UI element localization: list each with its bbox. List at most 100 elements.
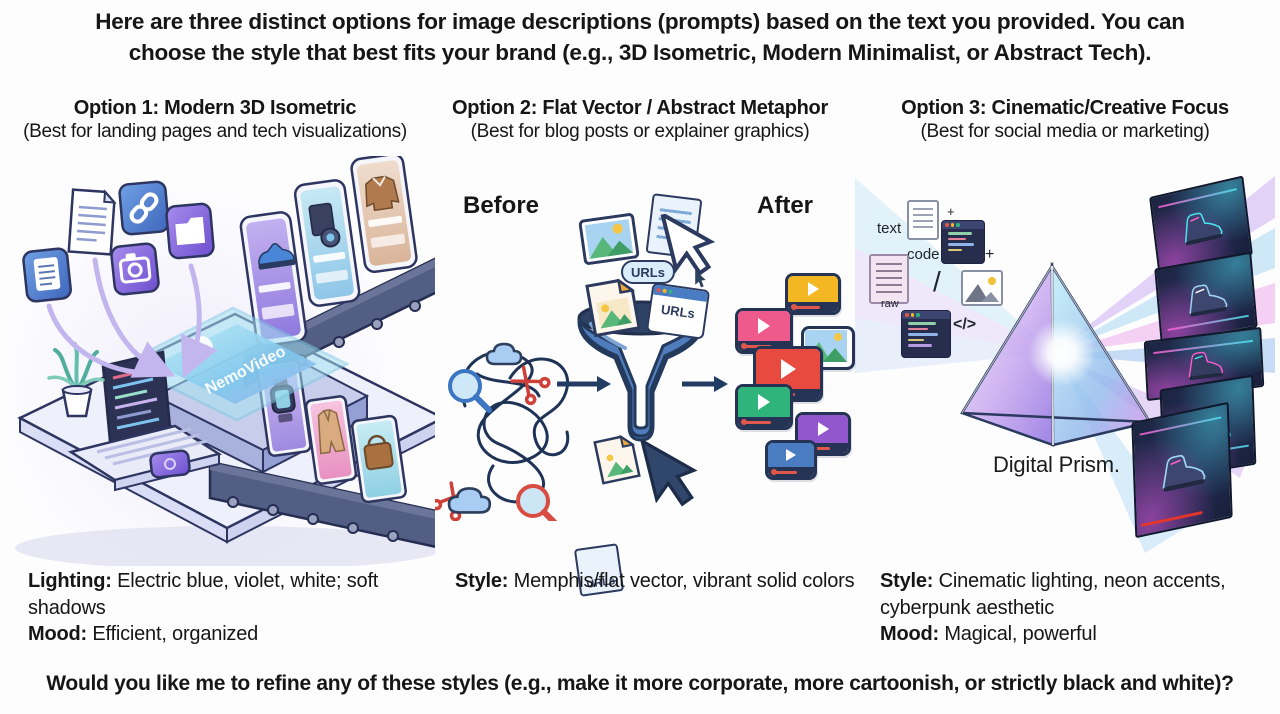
caption-label: Mood:	[28, 623, 87, 646]
caption-text: Electric blue, violet, white; soft shado…	[28, 570, 379, 619]
play-icon	[807, 282, 819, 296]
option3-subtitle: (Best for social media or marketing)	[920, 121, 1210, 142]
prism-glow	[1028, 319, 1096, 387]
label-plus-1: +	[947, 204, 955, 219]
panel-coat	[304, 395, 358, 485]
sneaker-icon	[1162, 454, 1206, 492]
sneaker-icon	[1185, 212, 1223, 246]
label-raw: raw	[881, 298, 899, 310]
cloud-bottom-icon	[447, 487, 492, 514]
isometric-scene: NemoVideo	[15, 152, 446, 570]
flow-arrows	[46, 257, 218, 379]
video-progressbar	[768, 467, 814, 477]
magnifier-blue-icon	[448, 369, 492, 413]
urls-pill-label: URLs	[631, 264, 665, 280]
prism	[960, 261, 1152, 447]
cursor-dark-icon	[639, 437, 698, 507]
arrow-right-1	[557, 376, 611, 392]
code-line	[908, 344, 932, 347]
option1-illustration: NemoVideo	[5, 152, 446, 570]
code-line	[908, 322, 936, 325]
code-line	[908, 338, 924, 341]
cursor-white-icon	[659, 210, 716, 276]
cursor-small-icon	[695, 270, 706, 288]
label-code-tag: </>	[953, 316, 977, 333]
option2-caption: Style: Memphis/flat vector, vibrant soli…	[455, 568, 855, 595]
code-line	[948, 237, 966, 240]
code-line	[948, 243, 974, 246]
neon-panel-2	[1154, 251, 1258, 345]
option1-title: Option 1: Modern 3D Isometric	[73, 97, 357, 119]
tile-camera	[110, 242, 160, 296]
option2-header: Option 2: Flat Vector / Abstract Metapho…	[430, 97, 850, 143]
code-line	[908, 327, 928, 330]
caption-label: Style:	[880, 570, 934, 592]
page-title-line1: Here are three distinct options for imag…	[95, 9, 1185, 34]
video-face	[756, 349, 820, 389]
option3-caption: Style: Cinematic lighting, neon accents,…	[880, 568, 1272, 648]
video-face	[738, 311, 790, 341]
code-window-titlebar	[942, 221, 984, 229]
code-line	[948, 232, 972, 235]
option3-illustration: text code + + raw / </>	[855, 158, 1280, 563]
code-window-1	[941, 220, 985, 264]
arrow-right-2	[682, 376, 728, 392]
option1-caption: Lighting: Electric blue, violet, white; …	[28, 568, 420, 648]
option2-title: Option 2: Flat Vector / Abstract Metapho…	[452, 97, 828, 119]
after-label: After	[757, 192, 814, 219]
play-icon	[758, 394, 770, 410]
purple-chip	[149, 449, 191, 479]
caption-text: Memphis/flat vector, vibrant solid color…	[508, 570, 855, 592]
caption-text: Cinematic lighting, neon accents, cyberp…	[880, 570, 1226, 619]
page-title: Here are three distinct options for imag…	[25, 7, 1255, 69]
tangle-scribble	[460, 350, 570, 504]
option3-header: Option 3: Cinematic/Creative Focus (Best…	[850, 97, 1280, 143]
phone-sneaker	[239, 211, 308, 347]
caption-label: Mood:	[880, 623, 939, 646]
neon-panel-5	[1131, 401, 1233, 539]
video-face	[738, 387, 790, 417]
neon-panel-1	[1149, 175, 1253, 277]
caption-label: Lighting:	[28, 570, 112, 592]
prism-caption: Digital Prism.	[993, 452, 1120, 477]
video-face	[798, 415, 848, 443]
neon-panel-3	[1143, 326, 1265, 402]
option1-header: Option 1: Modern 3D Isometric (Best for …	[0, 97, 430, 143]
video-progressbar	[738, 417, 790, 427]
doc-icon-pink	[869, 254, 909, 304]
video-progress-red	[1140, 511, 1203, 528]
video-card-yellow	[785, 273, 841, 315]
tile-folder	[165, 202, 215, 260]
page-title-line2: choose the style that best fits your bra…	[128, 39, 1152, 65]
option1-subtitle: (Best for landing pages and tech visuali…	[23, 121, 407, 142]
video-progressbar	[788, 302, 838, 312]
scissors-icon-top	[510, 365, 551, 406]
code-line	[908, 333, 938, 336]
phone-camera	[293, 179, 361, 307]
video-card-blue	[765, 440, 817, 480]
tile-document-blue	[22, 247, 72, 303]
label-plus-2: +	[985, 246, 995, 263]
phone-jacket	[350, 152, 418, 274]
video-face	[788, 276, 838, 302]
sneaker-icon	[1189, 284, 1228, 317]
glass-panel: NemoVideo	[120, 306, 350, 422]
label-text: text	[877, 220, 902, 237]
magnifier-red-icon	[516, 484, 558, 521]
caption-label: Style:	[455, 570, 509, 592]
urls-pill: URLs	[621, 260, 675, 284]
label-slash: /	[933, 266, 941, 297]
image-file-small-icon	[593, 434, 641, 485]
doc-lines	[876, 263, 902, 293]
caption-text: Magical, powerful	[938, 623, 1097, 646]
image-icon-picture	[965, 277, 999, 302]
tile-link	[118, 180, 170, 236]
option2-subtitle: (Best for blog posts or explainer graphi…	[470, 121, 810, 142]
urls-window: URLs	[645, 282, 711, 340]
video-face	[768, 443, 814, 467]
code-window-2	[901, 310, 951, 358]
before-label: Before	[463, 192, 540, 219]
play-icon	[786, 449, 796, 461]
panel-handbag	[351, 414, 407, 504]
code-line	[948, 248, 962, 251]
